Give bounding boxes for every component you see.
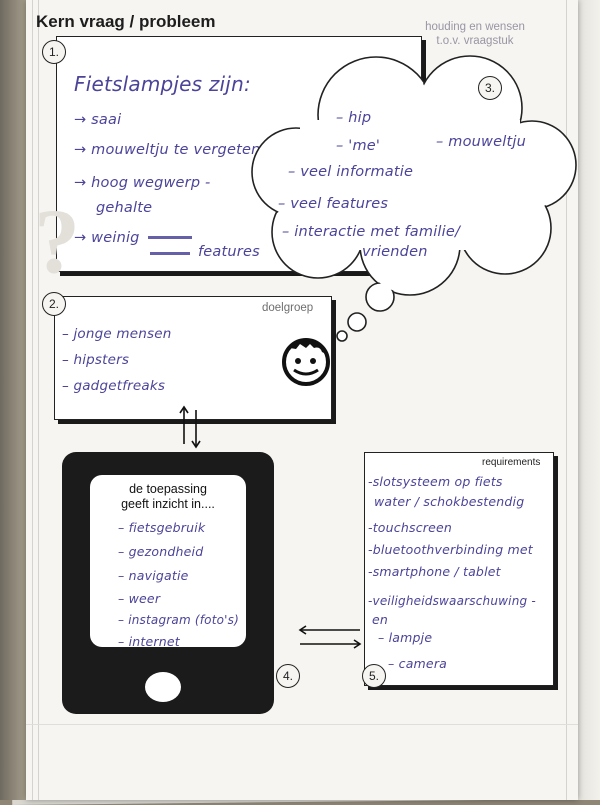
app-feature-item: – navigatie: [118, 568, 189, 583]
problem-item: → saai: [74, 112, 122, 128]
desk-left: [0, 0, 26, 800]
problem-heading: Fietslampjes zijn:: [74, 72, 251, 96]
guide-line: [38, 0, 39, 800]
target-group-item: – gadgetfreaks: [62, 378, 166, 394]
subtitle-line: t.o.v. vraagstuk: [436, 35, 514, 47]
wish-item: – interactie met familie/: [282, 224, 461, 240]
requirement-item: -touchscreen: [368, 520, 453, 535]
app-feature-item: – internet: [118, 634, 180, 649]
requirement-item: -bluetoothverbinding met: [368, 542, 533, 557]
requirement-item: -slotsysteem op fiets: [368, 474, 503, 489]
app-title: de toepassing geeft inzicht in....: [90, 482, 246, 512]
guide-line: [566, 0, 567, 800]
step-number-2: 2.: [42, 292, 66, 316]
target-group-item: – jonge mensen: [62, 326, 172, 342]
page-title: Kern vraag / probleem: [36, 12, 216, 31]
home-button-icon: [145, 672, 181, 702]
wish-item: – mouweltju: [436, 134, 526, 150]
step-number-5: 5.: [362, 664, 386, 688]
target-group-label: doelgroep: [262, 302, 314, 314]
requirement-item: -smartphone / tablet: [368, 564, 501, 579]
step-number-1: 1.: [42, 40, 66, 64]
problem-item: features: [198, 244, 260, 260]
scribble: [150, 252, 190, 255]
page-subtitle: houding en wensen t.o.v. vraagstuk: [415, 20, 535, 48]
requirement-item: -veiligheidswaarschuwing -: [368, 594, 536, 608]
app-feature-item: – instagram (foto's): [118, 613, 239, 627]
requirement-item: en: [372, 612, 389, 627]
problem-item: → hoog wegwerp -: [74, 175, 211, 191]
app-title-line: de toepassing: [129, 482, 207, 496]
target-group-item: – hipsters: [62, 352, 130, 368]
requirements-box: [364, 452, 554, 686]
question-mark-icon: ?: [34, 190, 80, 292]
guide-line: [32, 0, 33, 800]
wish-item: – 'me': [336, 138, 381, 154]
phone-screen: [90, 475, 246, 647]
step-number-4: 4.: [276, 664, 300, 688]
app-title-line: geeft inzicht in....: [121, 497, 215, 511]
problem-item: → weinig: [74, 230, 140, 246]
requirement-item: water / schokbestendig: [374, 494, 525, 509]
smiley-face-icon: [282, 338, 330, 386]
scribble: [148, 236, 192, 239]
problem-item: gehalte: [96, 200, 153, 216]
double-arrow-icon: [179, 405, 201, 449]
wish-item: – veel features: [278, 196, 389, 212]
problem-item: → mouweltju te vergeten: [74, 142, 261, 158]
requirement-item: – camera: [388, 656, 448, 671]
double-arrow-icon: [298, 625, 362, 649]
wish-item: vrienden: [362, 244, 428, 260]
step-number-3: 3.: [478, 76, 502, 100]
subtitle-line: houding en wensen: [425, 21, 525, 33]
guide-line: [26, 724, 578, 725]
app-feature-item: – gezondheid: [118, 544, 204, 559]
requirement-item: – lampje: [378, 630, 433, 645]
wish-item: – hip: [336, 110, 372, 126]
app-feature-item: – weer: [118, 591, 161, 606]
requirements-label: requirements: [482, 457, 541, 468]
wish-item: – veel informatie: [288, 164, 414, 180]
app-feature-item: – fietsgebruik: [118, 520, 206, 535]
